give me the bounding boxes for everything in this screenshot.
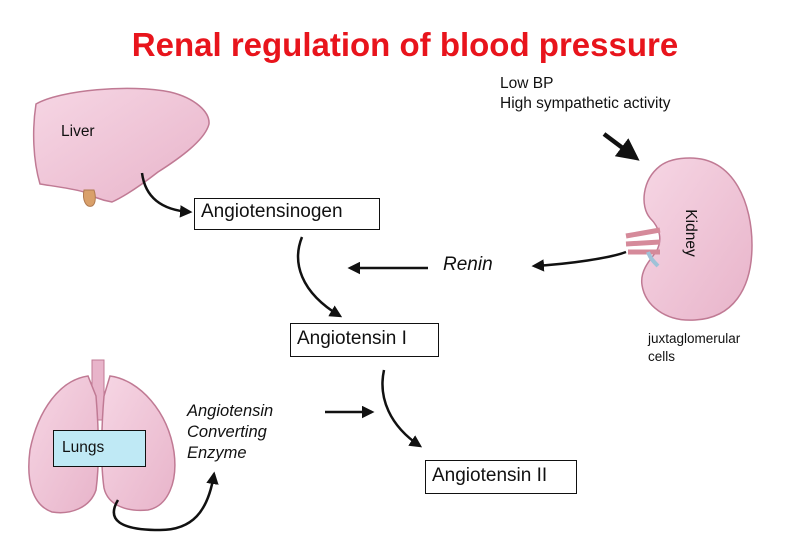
ace-label: Angiotensin Converting Enzyme — [187, 401, 273, 464]
ace-line-3: Enzyme — [187, 444, 247, 462]
angiotensinogen-box: Angiotensinogen — [194, 198, 380, 230]
diagram-title: Renal regulation of blood pressure — [131, 26, 679, 63]
juxtaglomerular-line-2: cells — [648, 349, 676, 364]
arrow-liver-to-angiotensinogen — [140, 172, 193, 218]
renin-label: Renin — [443, 254, 493, 275]
arrow-angiotensin1-to-angiotensin2 — [381, 369, 423, 448]
kidney-label: Kidney — [682, 209, 699, 257]
stimulus-line-2: High sympathetic activity — [500, 95, 671, 112]
ace-line-2: Converting — [187, 423, 267, 441]
arrow-lungs-to-ace — [112, 471, 219, 532]
juxtaglomerular-line-1: juxtaglomerular — [648, 331, 741, 346]
ace-line-1: Angiotensin — [187, 402, 274, 420]
angiotensin-1-box: Angiotensin I — [290, 323, 439, 357]
ureter — [646, 251, 660, 268]
renal-vessels — [625, 227, 661, 255]
gallbladder-shape — [83, 189, 96, 207]
stimulus-line-1: Low BP — [500, 75, 554, 92]
liver-label: Liver — [61, 123, 95, 140]
arrow-angiotensinogen-to-angiotensin1 — [296, 236, 343, 318]
lungs-label: Lungs — [53, 430, 146, 467]
juxtaglomerular-label: juxtaglomerular cells — [648, 330, 740, 366]
liver-shape — [32, 87, 210, 203]
kidney-shape — [640, 157, 753, 321]
angiotensin-2-box: Angiotensin II — [425, 460, 577, 494]
arrow-kidney-to-renin — [531, 250, 627, 272]
arrow-stimulus-to-kidney — [602, 132, 640, 161]
stimulus-label: Low BP High sympathetic activity — [500, 74, 671, 114]
